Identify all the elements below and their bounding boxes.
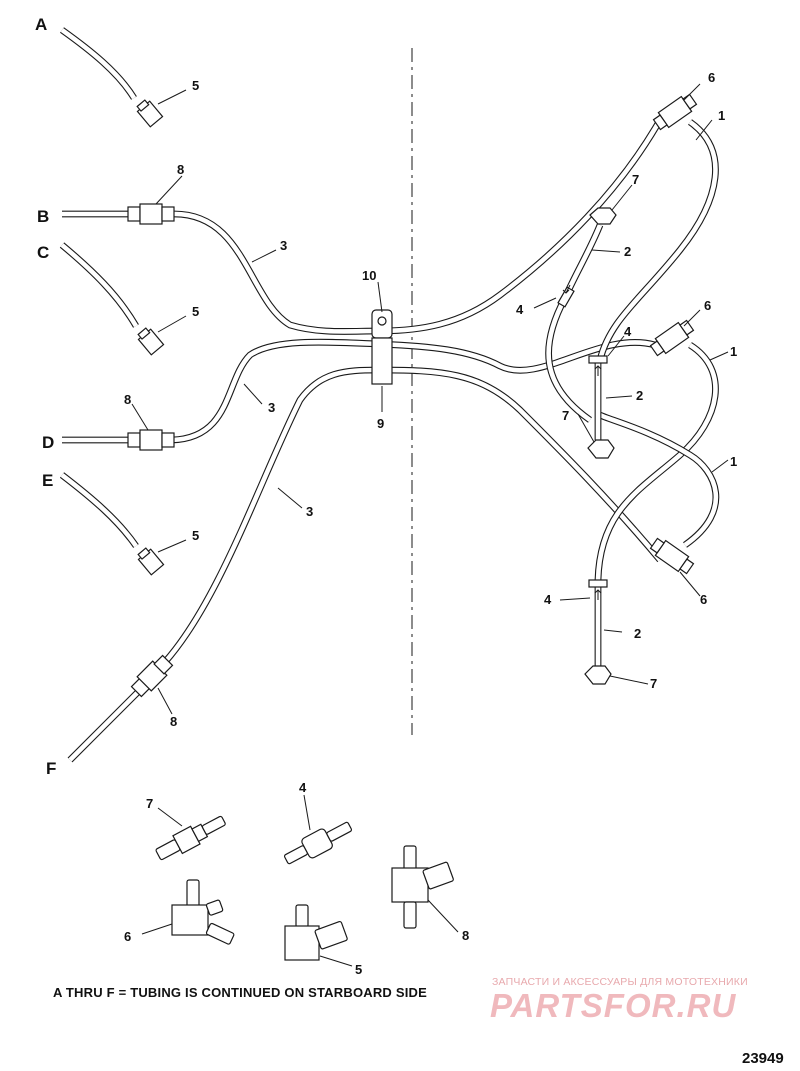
legend-part-4-check-valve: 4	[283, 780, 353, 865]
legend-callout-5: 5	[355, 962, 362, 977]
callout-5-c: 5	[192, 304, 199, 319]
legend-part-5-elbow: 5	[284, 904, 362, 977]
callout-numbers: 5 5 5 8 8 8 3 3 3 10 9 6 1 7 2 4 4 6 1 2…	[124, 70, 737, 729]
callout-6-middle: 6	[704, 298, 711, 313]
hex-fitting-lower	[584, 665, 612, 685]
callout-2-middle: 2	[636, 388, 643, 403]
callout-2-lower: 2	[634, 626, 641, 641]
callout-6-upper: 6	[708, 70, 715, 85]
callout-4-lower: 4	[544, 592, 552, 607]
callout-10: 10	[362, 268, 376, 283]
callout-6-lower: 6	[700, 592, 707, 607]
callout-5-a: 5	[192, 78, 199, 93]
callout-4-middle: 4	[624, 324, 632, 339]
tube-d	[62, 338, 656, 444]
legend-callout-7: 7	[146, 796, 153, 811]
legend-callout-4: 4	[299, 780, 307, 795]
callout-7-upper: 7	[632, 172, 639, 187]
check-valve-lower	[588, 579, 608, 600]
letter-c: C	[37, 243, 49, 262]
legend-part-8-coupling: 8	[391, 845, 469, 943]
legend-callout-8: 8	[462, 928, 469, 943]
cap-fitting-e	[137, 547, 165, 576]
callout-2-upper: 2	[624, 244, 631, 259]
callout-3-d: 3	[268, 400, 275, 415]
figure-number: 23949	[742, 1050, 784, 1067]
cap-fitting-a	[136, 99, 164, 128]
tubing-group	[59, 27, 720, 763]
watermark-tagline: ЗАПЧАСТИ И АКСЕССУАРЫ ДЛЯ МОТОТЕХНИКИ	[492, 976, 748, 988]
tube-1-lower	[598, 411, 720, 548]
legend-part-6-tee: 6	[124, 879, 235, 945]
tube-b	[62, 118, 663, 335]
tube-c	[59, 242, 139, 328]
starboard-note: A THRU F = TUBING IS CONTINUED ON STARBO…	[53, 985, 427, 1000]
check-valve-upper	[557, 284, 575, 308]
callout-8-b: 8	[177, 162, 184, 177]
callout-7-lower: 7	[650, 676, 657, 691]
tube-1-middle	[594, 342, 719, 581]
callout-3-b: 3	[280, 238, 287, 253]
callout-9: 9	[377, 416, 384, 431]
letter-e: E	[42, 471, 53, 490]
callout-1-middle: 1	[730, 344, 737, 359]
tee-fitting-lower	[649, 537, 695, 575]
tube-1-upper	[596, 119, 719, 361]
callout-4-upper: 4	[516, 302, 524, 317]
letter-d: D	[42, 433, 54, 452]
hex-fitting-middle	[587, 439, 615, 459]
callout-7-middle: 7	[562, 408, 569, 423]
hex-fitting-upper	[589, 207, 617, 225]
coupling-d	[127, 429, 175, 451]
tubing-letters: A B C D E F	[35, 15, 56, 778]
tube-2-upper	[545, 223, 604, 423]
letter-f: F	[46, 759, 56, 778]
watermark-brand[interactable]: PARTSFOR.RU	[490, 987, 737, 1024]
check-valve-middle	[588, 355, 608, 376]
parts-legend: 7 4 6	[124, 780, 469, 977]
legend-callout-6: 6	[124, 929, 131, 944]
callout-8-f: 8	[170, 714, 177, 729]
tee-fitting-middle	[649, 319, 695, 357]
callout-1-lower: 1	[730, 454, 737, 469]
coupling-b	[127, 203, 175, 225]
cap-fitting-c	[137, 327, 165, 356]
fittings	[127, 93, 698, 698]
tube-a	[60, 27, 137, 100]
callout-1-upper: 1	[718, 108, 725, 123]
callout-3-f: 3	[306, 504, 313, 519]
letter-b: B	[37, 207, 49, 226]
tube-e	[59, 472, 139, 548]
callout-5-e: 5	[192, 528, 199, 543]
coupling-f	[130, 654, 174, 698]
leader-lines	[131, 83, 729, 715]
letter-a: A	[35, 15, 47, 34]
legend-part-7-hex-fitting: 7	[146, 796, 226, 861]
tube-clamp	[371, 309, 393, 385]
callout-8-d: 8	[124, 392, 131, 407]
